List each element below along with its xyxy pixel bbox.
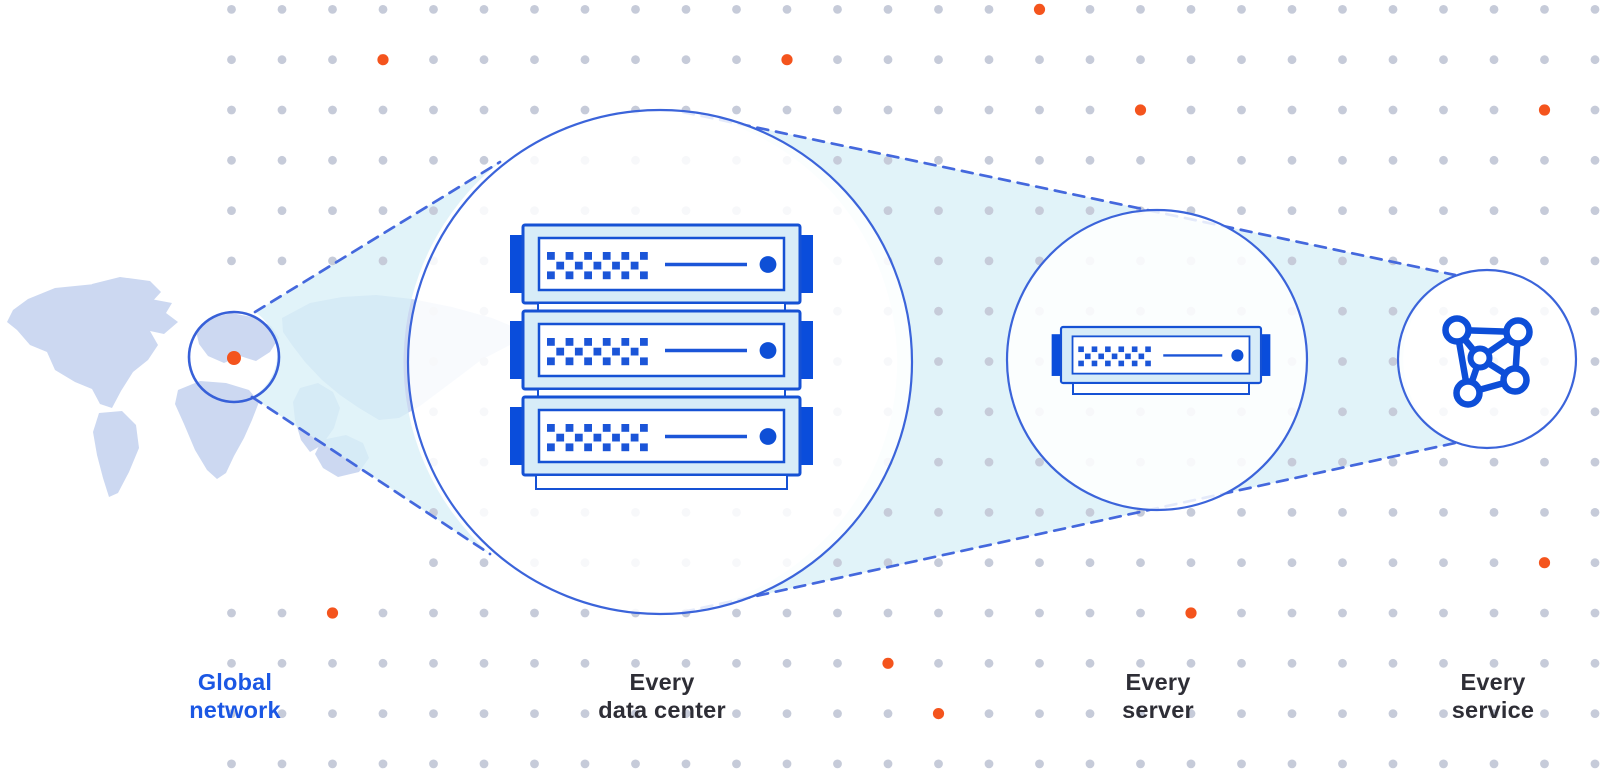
label-every-data-center: Every data center [598, 668, 726, 724]
location-marker-dot [227, 351, 241, 365]
accent-dot [1538, 104, 1551, 116]
accent-dots [326, 3, 1551, 720]
accent-dot [1538, 557, 1551, 569]
mesh-node [1453, 378, 1483, 408]
label-line: Every [629, 669, 695, 695]
label-global-network: Global network [189, 668, 281, 724]
label-line: server [1122, 697, 1194, 723]
label-line: data center [598, 697, 726, 723]
zoom-dashed-lines [250, 110, 1457, 614]
accent-dot [1134, 104, 1147, 116]
accent-dot [882, 657, 894, 669]
accent-dot [932, 708, 945, 720]
accent-dot [1185, 607, 1197, 619]
server-icon [1051, 325, 1271, 395]
label-line: service [1451, 697, 1535, 723]
led-dot [759, 256, 777, 273]
globe-highlight-circle [187, 310, 281, 404]
led-dot [1231, 349, 1244, 362]
mesh-node [1500, 365, 1530, 395]
mesh-center-node [1467, 345, 1493, 371]
accent-dot [1033, 3, 1046, 16]
mesh-node [1442, 315, 1472, 345]
server-rack-icon [510, 223, 813, 490]
accent-dot [781, 54, 793, 66]
label-line: Global [197, 669, 273, 695]
label-line: Every [1125, 669, 1191, 695]
mesh-node [1503, 317, 1533, 347]
network-mesh-icon [1442, 315, 1533, 408]
accent-dot [377, 54, 389, 66]
led-dot [759, 342, 777, 359]
label-every-service: Every service [1452, 668, 1534, 724]
label-line: Every [1460, 669, 1526, 695]
led-dot [759, 428, 777, 445]
label-line: network [189, 697, 281, 723]
accent-dot [326, 607, 339, 619]
label-every-server: Every server [1122, 668, 1194, 724]
